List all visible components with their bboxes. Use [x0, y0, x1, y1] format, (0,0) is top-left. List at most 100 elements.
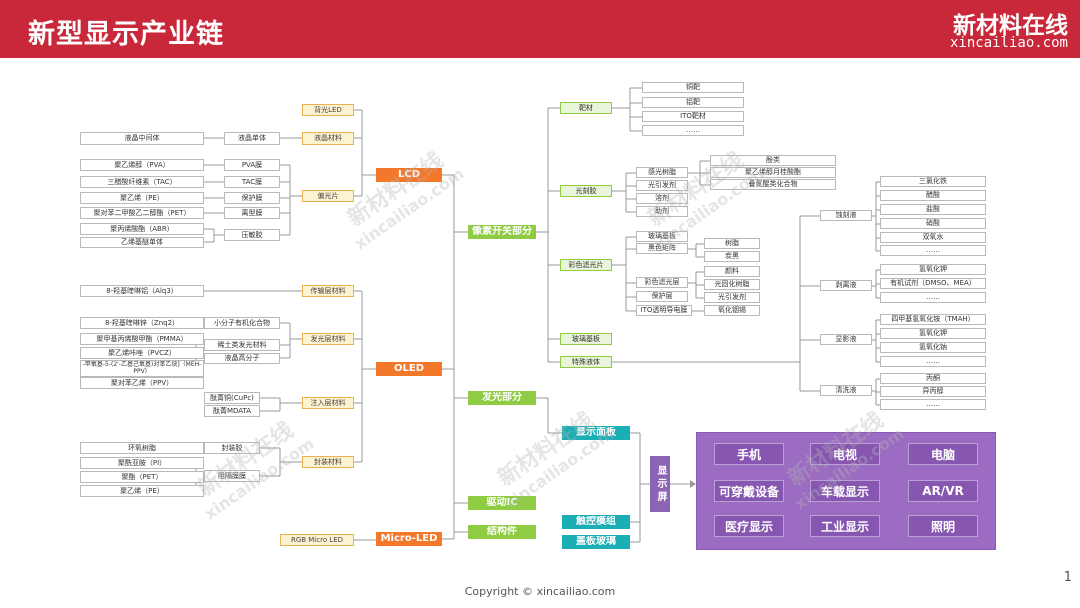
carbon-black: 炭黑: [704, 251, 760, 262]
tmah: 四甲基氢氧化铵（TMAH）: [880, 314, 986, 325]
pva: 聚乙烯醇（PVA）: [80, 159, 204, 171]
lcd: LCD: [376, 168, 442, 182]
pe2: 聚乙烯（PE）: [80, 485, 204, 497]
organic-reagent: 有机试剂（DMSO、MEA）: [880, 278, 986, 289]
target-more: ……: [642, 125, 744, 136]
display-screen: 显示屏: [650, 456, 670, 512]
photo-initiator2: 光引发剂: [704, 292, 760, 303]
pet2: 聚酯（PET）: [80, 471, 204, 483]
color-filter: 彩色滤光片: [560, 259, 612, 271]
tac: 三醋酸纤维素（TAC）: [80, 176, 204, 188]
koh2: 氢氧化钾: [880, 328, 986, 339]
naoh: 氢氧化钠: [880, 342, 986, 353]
black-matrix: 黑色矩阵: [636, 243, 688, 254]
pixel-switch: 像素开关部分: [468, 225, 536, 239]
dev-more: ……: [880, 356, 986, 367]
photocurable-resin: 光固化树脂: [704, 279, 760, 290]
resin: 树脂: [704, 238, 760, 249]
small-molecule: 小分子有机化合物: [204, 317, 280, 329]
koh: 氢氧化钾: [880, 264, 986, 275]
pressure-adhesive: 压敏胶: [224, 229, 280, 241]
polarizer: 偏光片: [302, 190, 354, 202]
cleaning-solution: 清洗液: [820, 385, 872, 396]
sealant: 封装胶: [204, 442, 260, 454]
sulfuric-acid: 醋酸: [880, 190, 986, 201]
oled: OLED: [376, 362, 442, 376]
ito-target: ITO靶材: [642, 111, 744, 122]
brand-url: xincailiao.com: [949, 35, 1068, 51]
ito-film: ITO透明导电膜: [636, 305, 692, 316]
pvcinnamate: 聚乙烯醇月桂酸酯: [710, 167, 836, 178]
photoresist: 光刻胶: [560, 185, 612, 197]
app-tv: 电视: [810, 443, 880, 465]
brand-logo: 新材料在线: [953, 13, 1068, 39]
pi: 聚酰亚胺（PI）: [80, 457, 204, 469]
release-film: 离型膜: [224, 207, 280, 219]
ppv: 聚对苯乙烯（PPV）: [80, 377, 204, 389]
target: 靶材: [560, 102, 612, 114]
lcd-liquid-crystal-monomer: 液晶单体: [224, 132, 280, 145]
glass-sub2: 玻璃基板: [636, 231, 688, 242]
display-panel: 显示面板: [562, 426, 630, 440]
encapsulation-material: 封装材料: [302, 456, 354, 468]
nitric-acid: 硝酸: [880, 218, 986, 229]
lc-material: 液晶材料: [302, 132, 354, 145]
etch-more: ……: [880, 245, 986, 256]
copper-target: 铜靶: [642, 82, 744, 93]
epoxy: 环氧树脂: [80, 442, 204, 454]
abr: 聚丙烯酸酯（ABR）: [80, 223, 204, 235]
rgb-micro-led: RGB Micro LED: [280, 534, 354, 546]
pet: 聚对苯二甲酸乙二醇酯（PET）: [80, 207, 204, 219]
app-vehicle: 车载显示: [810, 480, 880, 502]
pe: 聚乙烯（PE）: [80, 192, 204, 204]
app-industrial: 工业显示: [810, 515, 880, 537]
app-computer: 电脑: [908, 443, 978, 465]
pmma: 聚甲基丙烯酸甲酯（PMMA）: [80, 333, 204, 345]
driver-ic: 驱动IC: [468, 496, 536, 510]
page-title: 新型显示产业链: [28, 19, 224, 50]
app-medical: 医疗显示: [714, 515, 784, 537]
ferric-chloride: 三氯化铁: [880, 176, 986, 187]
meh-ppv: -甲氧基-5-(2'-乙基己氧基)对苯乙炔]（MEH-PPV）: [80, 360, 204, 377]
barrier-film: 阻隔膜膜: [204, 470, 260, 482]
pva-film: PVA膜: [224, 159, 280, 171]
hydrochloric-acid: 盐酸: [880, 204, 986, 215]
injection-layer: 注入层材料: [302, 397, 354, 409]
lcd-liquid-crystal-intermediate: 液晶中间体: [80, 132, 204, 145]
additive: 助剂: [636, 206, 688, 217]
developer: 显影液: [820, 334, 872, 345]
header-bar: 新型显示产业链 新材料在线 xincailiao.com: [0, 0, 1080, 58]
acetone: 丙酮: [880, 373, 986, 384]
protective-layer: 保护层: [636, 291, 688, 302]
light-emitting: 发光部分: [468, 391, 536, 405]
special-gas: 特殊液体: [560, 356, 612, 368]
vinyl-ether: 乙烯基醚单体: [80, 237, 204, 248]
cover-glass: 盖板玻璃: [562, 535, 630, 549]
isopropanol: 异丙醇: [880, 386, 986, 397]
app-phone: 手机: [714, 443, 784, 465]
pvcz: 聚乙烯咔唑（PVCZ）: [80, 347, 204, 359]
lc-polymer: 液晶高分子: [204, 353, 280, 364]
page-number: 1: [1063, 570, 1072, 585]
strip-more: ……: [880, 292, 986, 303]
hydrogen-peroxide: 双氧水: [880, 232, 986, 243]
touch-module: 触控模组: [562, 515, 630, 529]
protective-film: 保护膜: [224, 192, 280, 204]
copyright-text: Copyright © xincailiao.com: [464, 585, 616, 598]
transport-layer: 传输层材料: [302, 285, 354, 297]
etchant: 蚀刻液: [820, 210, 872, 221]
alq3: 8-羟基喹啉铝（Alq3）: [80, 285, 204, 297]
app-lighting: 照明: [908, 515, 978, 537]
emitting-layer: 发光层材料: [302, 333, 354, 345]
tac-film: TAC膜: [224, 176, 280, 188]
diazide: 叠氮醌类化合物: [710, 179, 836, 190]
micro-led: Micro-LED: [376, 532, 442, 546]
glass-substrate: 玻璃基板: [560, 333, 612, 345]
clean-more: ……: [880, 399, 986, 410]
aluminum-target: 铝靶: [642, 97, 744, 108]
znq2: 8-羟基喹啉锌（Znq2）: [80, 317, 204, 329]
indium-tin-oxide: 氧化铟锡: [704, 305, 760, 316]
mdata: 酞菁MDATA: [204, 405, 260, 417]
app-wearable: 可穿戴设备: [714, 480, 784, 502]
